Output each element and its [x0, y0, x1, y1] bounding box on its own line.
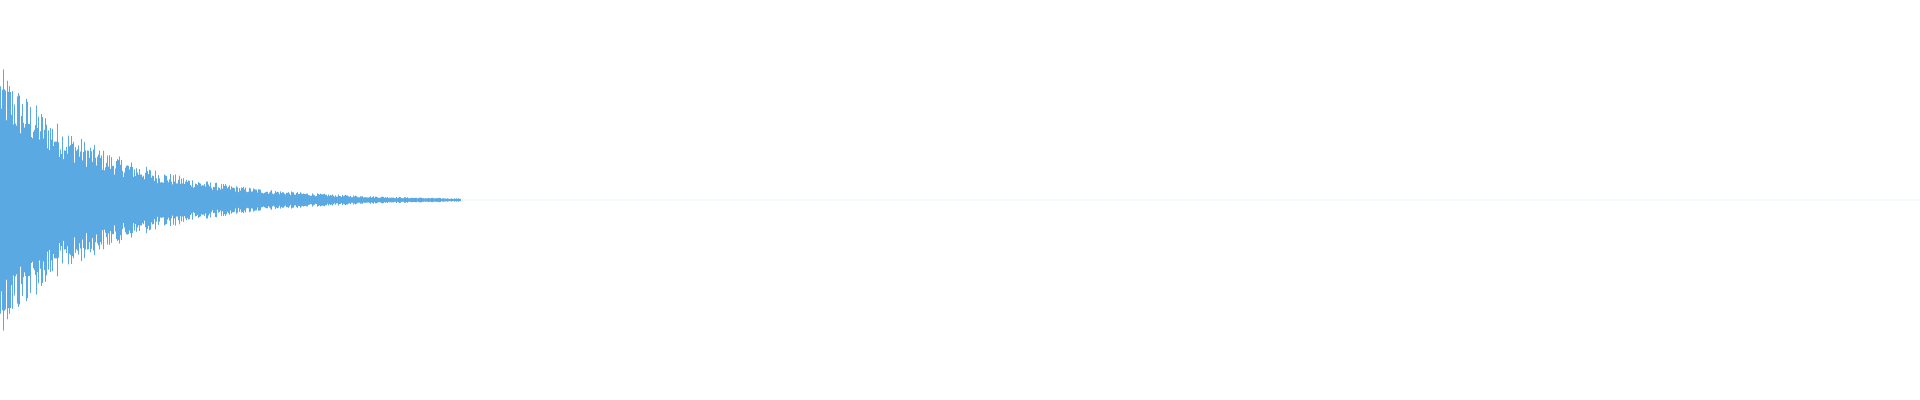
- waveform-bars: [0, 69, 1920, 331]
